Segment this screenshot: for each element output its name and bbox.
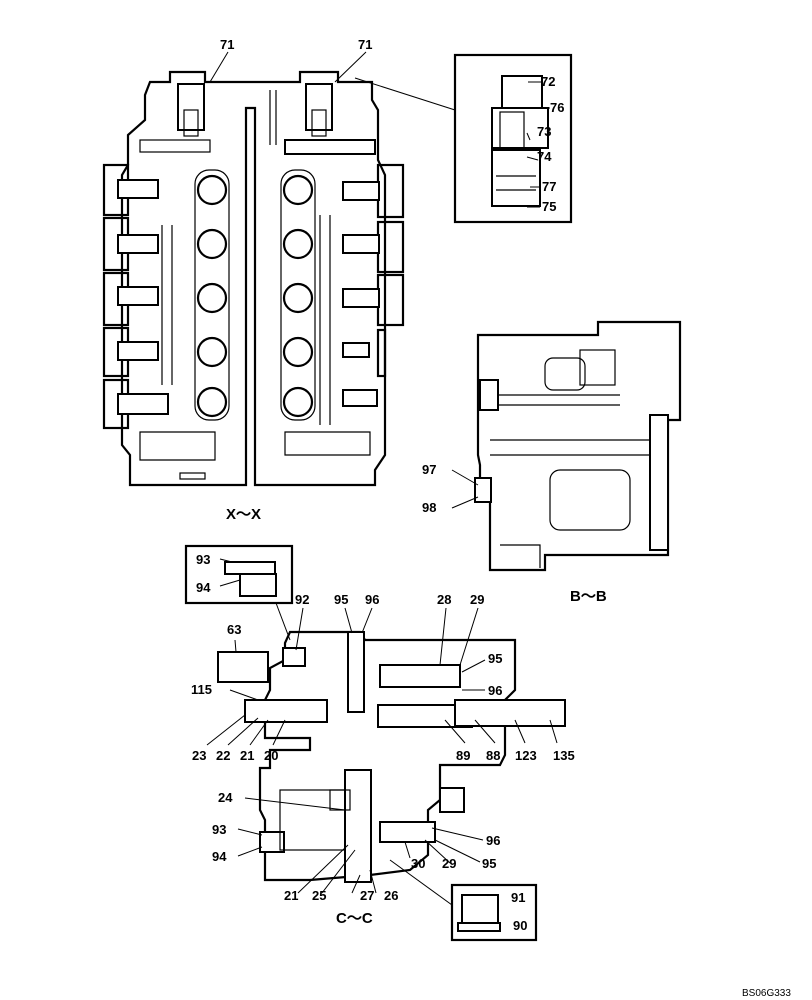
callout-90: 90 xyxy=(513,918,527,933)
callout-135: 135 xyxy=(553,748,575,763)
callout-95: 95 xyxy=(488,651,502,666)
callout-29: 29 xyxy=(442,856,456,871)
callout-labels: 71 71 72 76 73 74 77 75 97 98 93 94 92 9… xyxy=(191,37,575,933)
callout-92: 92 xyxy=(295,592,309,607)
callout-94: 94 xyxy=(212,849,227,864)
section-title-c: C～C xyxy=(336,910,373,927)
callout-74: 74 xyxy=(537,149,552,164)
callout-95: 95 xyxy=(334,592,348,607)
callout-91: 91 xyxy=(511,890,525,905)
callout-24: 24 xyxy=(218,790,233,805)
callout-93: 93 xyxy=(212,822,226,837)
callout-29: 29 xyxy=(470,592,484,607)
detail-93-94-inset xyxy=(184,544,294,641)
callout-28: 28 xyxy=(437,592,451,607)
callout-71: 71 xyxy=(220,37,234,52)
detail-90-91-inset xyxy=(389,859,538,942)
callout-76: 76 xyxy=(550,100,564,115)
callout-22: 22 xyxy=(216,748,230,763)
callout-21: 21 xyxy=(284,888,298,903)
callout-25: 25 xyxy=(312,888,326,903)
callout-98: 98 xyxy=(422,500,436,515)
callout-96: 96 xyxy=(486,833,500,848)
callout-93: 93 xyxy=(196,552,210,567)
callout-96: 96 xyxy=(488,683,502,698)
callout-77: 77 xyxy=(542,179,556,194)
drawing-code: BS06G333 xyxy=(742,988,791,999)
callout-115: 115 xyxy=(191,682,212,697)
callout-71: 71 xyxy=(358,37,372,52)
section-title-x: X～X xyxy=(226,506,261,523)
callout-63: 63 xyxy=(227,622,241,637)
section-x-body xyxy=(102,70,405,487)
leader-lines xyxy=(206,51,558,894)
callout-75: 75 xyxy=(542,199,556,214)
callout-89: 89 xyxy=(456,748,470,763)
callout-95: 95 xyxy=(482,856,496,871)
callout-21: 21 xyxy=(240,748,254,763)
callout-97: 97 xyxy=(422,462,436,477)
detail-72-77-inset xyxy=(354,53,573,224)
section-title-b: B～B xyxy=(570,588,607,605)
callout-30: 30 xyxy=(411,856,425,871)
callout-96: 96 xyxy=(365,592,379,607)
callout-123: 123 xyxy=(515,748,537,763)
callout-20: 20 xyxy=(264,748,278,763)
callout-72: 72 xyxy=(541,74,555,89)
callout-73: 73 xyxy=(537,124,551,139)
callout-94: 94 xyxy=(196,580,211,595)
callout-26: 26 xyxy=(384,888,398,903)
section-c-body xyxy=(217,630,566,883)
callout-23: 23 xyxy=(192,748,206,763)
section-b-body xyxy=(474,320,682,572)
callout-88: 88 xyxy=(486,748,500,763)
callout-27: 27 xyxy=(360,888,374,903)
